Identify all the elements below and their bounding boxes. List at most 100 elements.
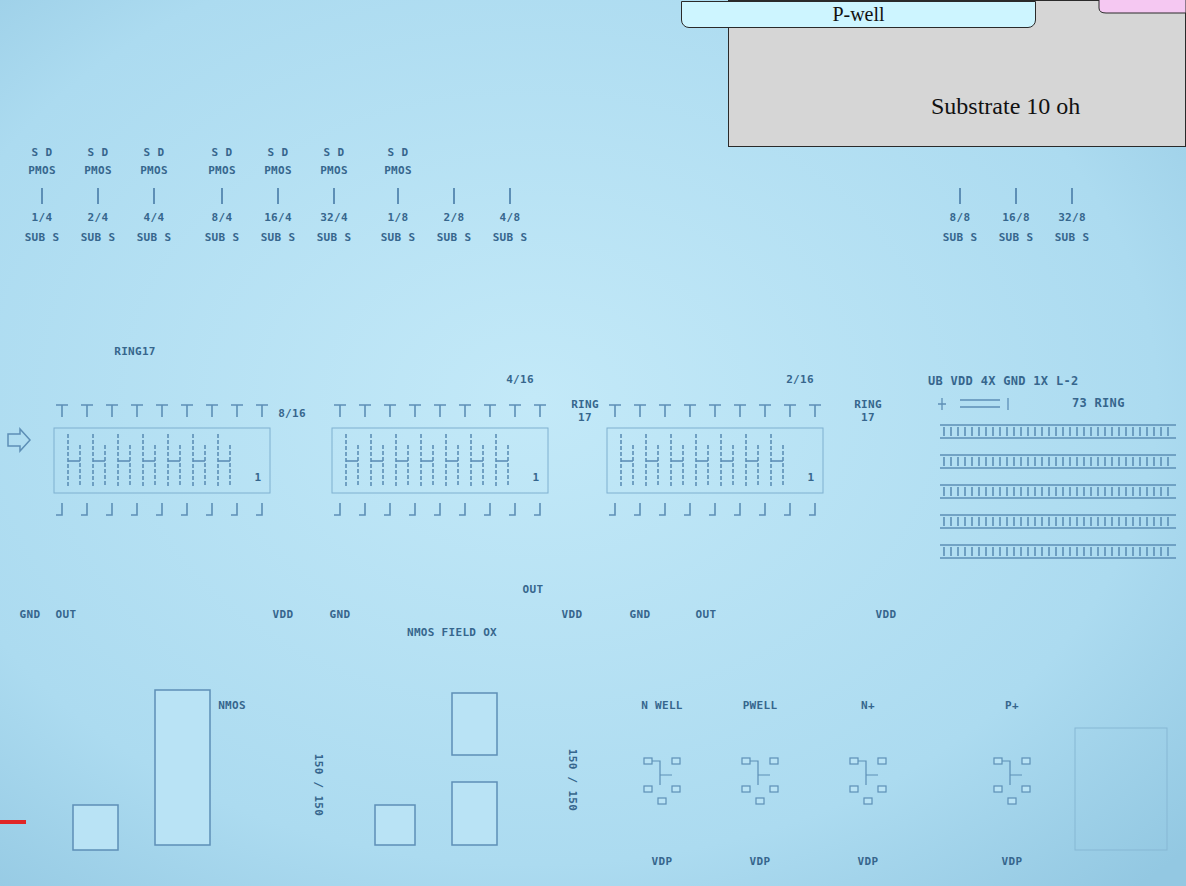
mask-label: VDP: [858, 856, 879, 869]
mask-label: SUB S: [943, 232, 978, 245]
mask-label: VDD: [876, 609, 897, 622]
vdp-pad: [994, 758, 1002, 764]
ring-stages: [944, 547, 1168, 556]
ring-rail: [940, 484, 1176, 485]
mask-label: 8/8: [950, 212, 971, 225]
contact-j: [784, 503, 790, 515]
mask-label: S D: [268, 147, 289, 160]
mask-label: SUB S: [381, 232, 416, 245]
gate-bar: [79, 445, 81, 487]
mask-label: GND: [20, 609, 41, 622]
mask-label: RING 17: [853, 399, 883, 424]
contact-j: [609, 503, 615, 515]
vdp-pad: [770, 758, 778, 764]
contact-t: [634, 405, 646, 417]
mask-label: OUT: [523, 584, 544, 597]
gate-bar: [129, 445, 131, 487]
mask-label: SUB S: [137, 232, 172, 245]
ring-stages: [944, 457, 1168, 466]
mask-label: VDP: [750, 856, 771, 869]
contact-t: [384, 405, 396, 417]
contact-j: [509, 503, 515, 515]
gate-tick: [153, 188, 155, 204]
contact-j: [106, 503, 112, 515]
contact-t: [434, 405, 446, 417]
gate-tick: [453, 188, 455, 204]
link: [646, 460, 658, 462]
mask-label: 1: [808, 472, 815, 485]
link: [746, 460, 758, 462]
vdp-pad: [742, 786, 750, 792]
contact-t: [181, 405, 193, 417]
frame: [1075, 728, 1167, 850]
callout-tab: P-well: [681, 1, 1036, 28]
gate-bar: [407, 445, 409, 487]
ring-stages: [944, 517, 1168, 526]
contact-t: [509, 405, 521, 417]
mask-label: 1/8: [388, 212, 409, 225]
mask-label: 1: [533, 472, 540, 485]
mask-label: SUB S: [999, 232, 1034, 245]
mask-label: 2/8: [444, 212, 465, 225]
mask-label: PMOS: [384, 165, 412, 178]
link: [371, 460, 383, 462]
ring-rail: [940, 527, 1176, 528]
contact-t: [534, 405, 546, 417]
mask-label: PMOS: [320, 165, 348, 178]
gate-tick: [959, 188, 961, 204]
mask-label: S D: [88, 147, 109, 160]
gate-bar: [732, 445, 734, 487]
van-der-pauw: [644, 758, 680, 804]
gate-bar: [104, 445, 106, 487]
contact-t: [484, 405, 496, 417]
well-box: [54, 428, 270, 493]
vdp-pad: [864, 798, 872, 804]
mask-label: SUB S: [261, 232, 296, 245]
vdp-pad: [850, 786, 858, 792]
ring-oscillator: [54, 405, 270, 515]
pad: [73, 805, 118, 850]
contact-j: [734, 503, 740, 515]
ring-rail: [940, 467, 1176, 468]
test-pads: [73, 690, 497, 850]
vdp-pad: [994, 786, 1002, 792]
link: [471, 460, 483, 462]
mask-label: 32/8: [1058, 212, 1086, 225]
contact-t: [684, 405, 696, 417]
vdp-cross: [652, 761, 672, 785]
gate-bar: [707, 445, 709, 487]
contact-j: [484, 503, 490, 515]
contact-j: [534, 503, 540, 515]
slide-rule: [0, 820, 26, 824]
gate-tick: [397, 188, 399, 204]
link: [118, 460, 130, 462]
contact-t: [131, 405, 143, 417]
contact-t: [784, 405, 796, 417]
mask-label: 16/8: [1002, 212, 1030, 225]
gate-tick: [333, 188, 335, 204]
ring-rail: [940, 544, 1176, 545]
vdp-pad: [742, 758, 750, 764]
contact-t: [809, 405, 821, 417]
ring-73: [938, 398, 1176, 558]
vdp-pad: [770, 786, 778, 792]
gate-bar: [229, 445, 231, 487]
contact-t: [709, 405, 721, 417]
gate-bar: [179, 445, 181, 487]
gate-bar: [632, 445, 634, 487]
mask-label: 2/16: [786, 374, 814, 387]
contact-t: [759, 405, 771, 417]
link: [496, 460, 508, 462]
mask-label: N+: [861, 700, 875, 713]
contact-j: [359, 503, 365, 515]
gate-bar: [432, 445, 434, 487]
contact-j: [206, 503, 212, 515]
mask-label: S D: [388, 147, 409, 160]
link: [193, 460, 205, 462]
contact-j: [256, 503, 262, 515]
gate-tick: [277, 188, 279, 204]
mask-label: SUB S: [493, 232, 528, 245]
mask-label: PWELL: [743, 700, 778, 713]
mask-label: 1: [255, 472, 262, 485]
